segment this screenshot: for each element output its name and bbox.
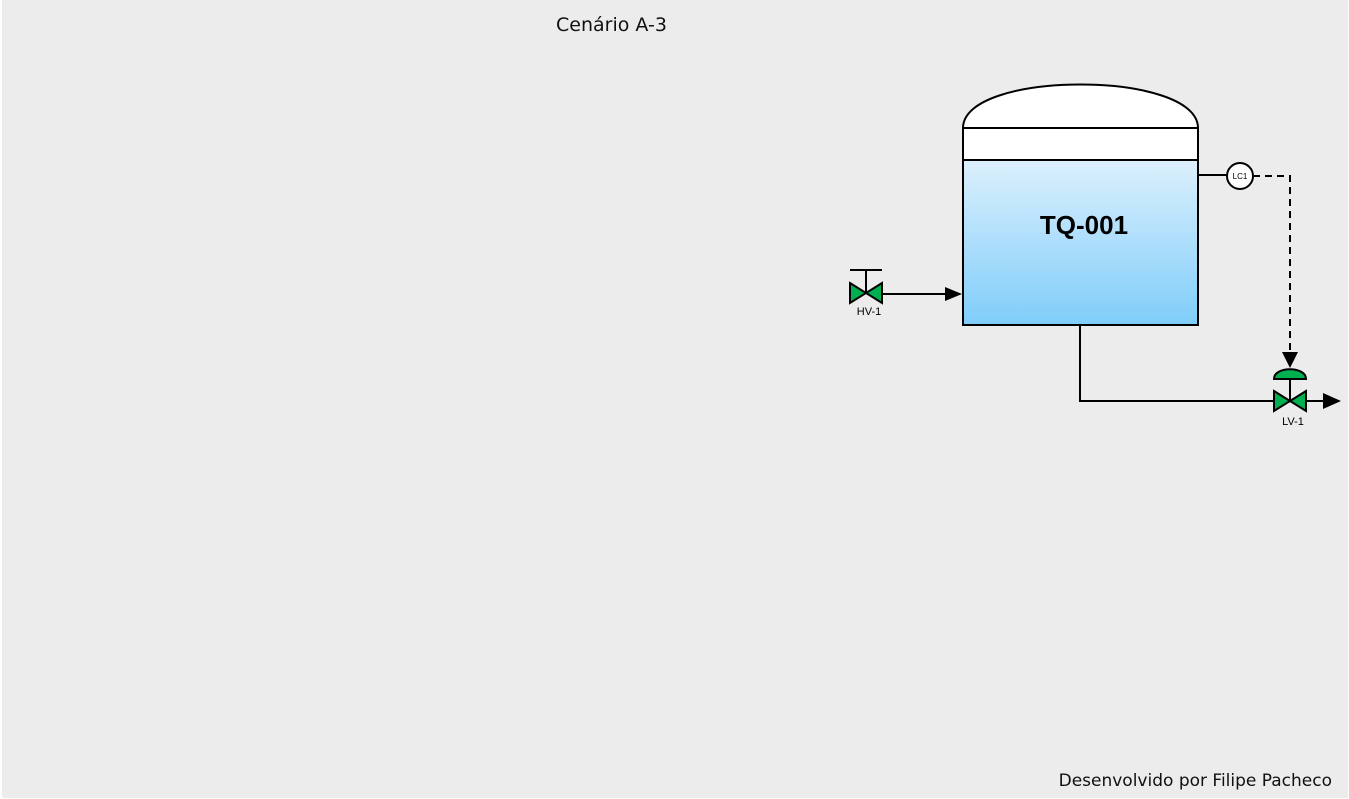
inlet-valve-hv-1[interactable]: HV-1 (849, 269, 883, 318)
control-signal-line (1253, 175, 1291, 354)
level-controller-lc1[interactable]: LC1 (1226, 162, 1254, 190)
controller-tag: LC1 (1233, 172, 1248, 181)
inlet-valve-tag: HV-1 (857, 306, 881, 318)
outlet-valve-lv-1[interactable]: LV-1 (1272, 368, 1308, 428)
page-title: Cenário A-3 (556, 14, 667, 36)
manual-valve-icon (849, 281, 868, 305)
control-valve-icon-right (1288, 389, 1307, 413)
author-credit: Desenvolvido por Filipe Pacheco (1058, 771, 1332, 791)
inlet-arrow-icon (945, 287, 962, 301)
tank-tq-001[interactable]: TQ-001 (961, 83, 1200, 326)
signal-arrow-icon (1282, 352, 1298, 368)
tank-tag-label: TQ-001 (1040, 210, 1128, 240)
tank-headspace (962, 127, 1199, 161)
outlet-pipe (1079, 325, 1274, 402)
outlet-arrow-icon (1323, 393, 1341, 409)
outlet-valve-tag: LV-1 (1282, 416, 1304, 428)
control-valve-icon (1273, 389, 1292, 413)
tank-liquid (962, 159, 1199, 326)
tank-dome (961, 83, 1200, 129)
manual-valve-icon-right (864, 281, 883, 305)
actuator-icon (1272, 368, 1308, 380)
